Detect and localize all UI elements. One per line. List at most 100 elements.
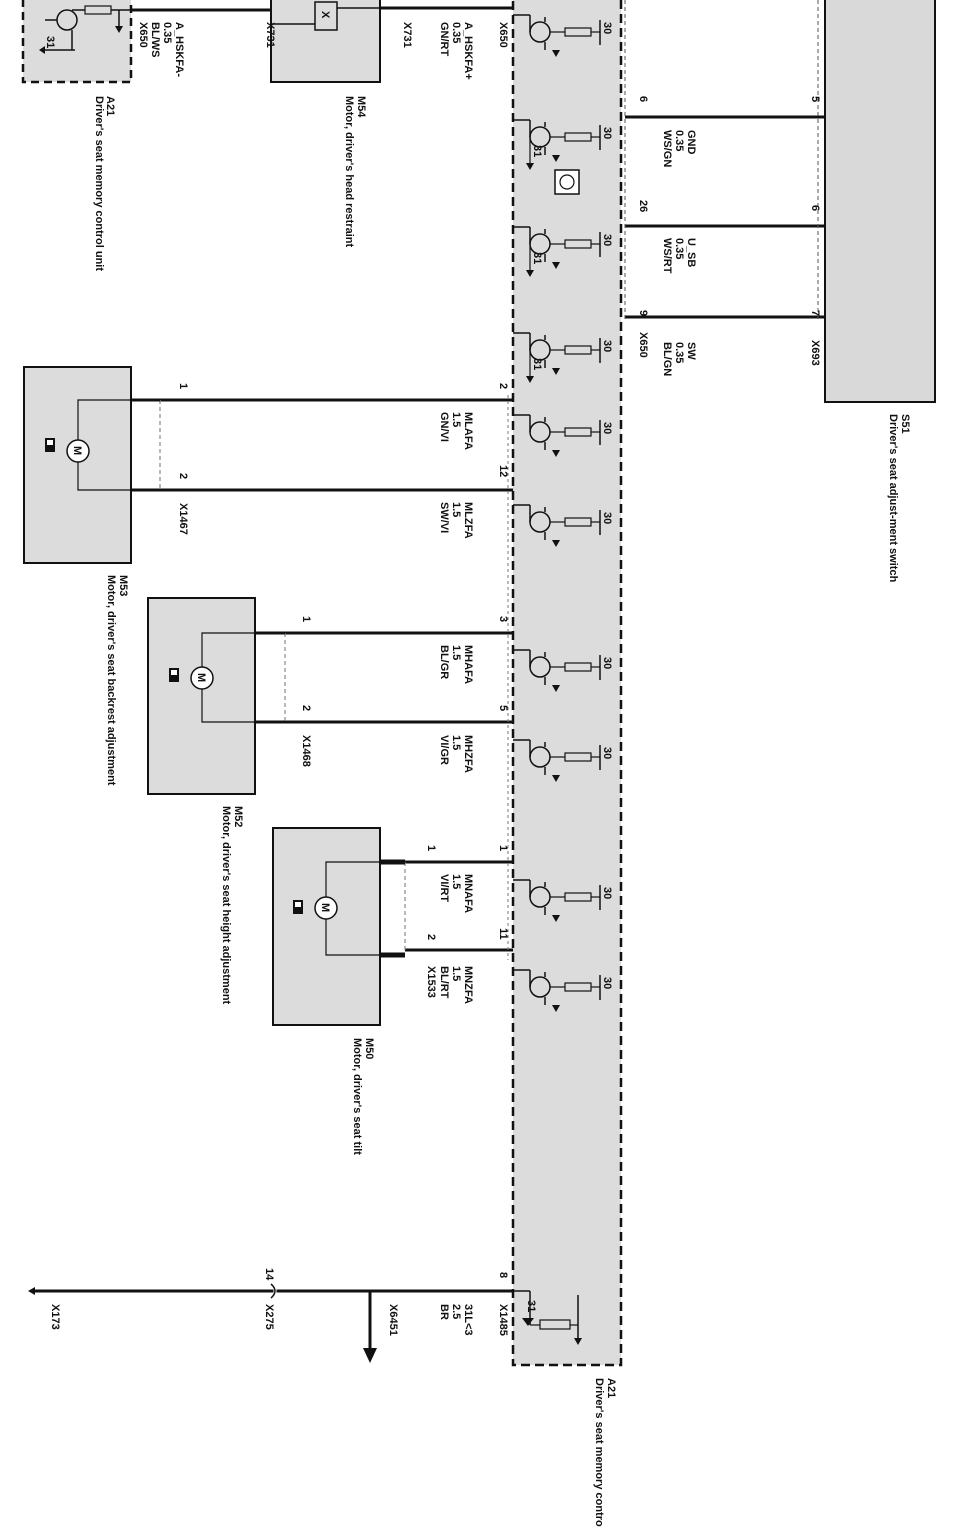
sw-gauge: 0.35: [673, 342, 685, 363]
mlzfa-pin-ecu: 12: [497, 465, 509, 477]
terminal-30-label: 30: [601, 422, 613, 434]
gnd-pin-ecu: 6: [637, 96, 649, 102]
mhzfa-color: VI/GR: [438, 735, 450, 765]
driver-stage: 30: [513, 969, 613, 1012]
driver-stage: 30: [513, 879, 613, 922]
m54-id: M54: [355, 96, 367, 118]
mnafa-pin-ecu: 1: [497, 845, 509, 851]
hskfa-minus-signal: A_HSKFA-: [173, 22, 185, 77]
terminal-30-label: 30: [601, 887, 613, 899]
hskfa-minus-color: BL/WS: [149, 22, 161, 57]
terminal-30-label: 30: [601, 340, 613, 352]
mhzfa-gauge: 1.5: [450, 735, 462, 750]
diode-symbol: [554, 169, 580, 195]
m53-motor-icon: [66, 439, 90, 463]
gnd-pin-switch: 5: [809, 96, 821, 102]
m53-desc: Motor, driver's seat backrest adjustment: [105, 575, 117, 786]
mhzfa-signal: MHZFA: [462, 735, 474, 773]
gnd-color: WS/GN: [661, 130, 673, 167]
m52-motor-icon: [190, 666, 214, 690]
terminal-30-label: 30: [601, 657, 613, 669]
mlzfa-color: SW/VI: [438, 502, 450, 533]
mnafa-color: VI/RT: [438, 874, 450, 902]
gnd-gauge: 0.35: [673, 130, 685, 151]
ground-wire: [28, 1283, 582, 1363]
m50-motor-box: M: [272, 827, 381, 1026]
mlzfa-gauge: 1.5: [450, 502, 462, 517]
hskfa-plus-signal: A_HSKFA+: [462, 22, 474, 80]
terminal-30-label: 30: [601, 512, 613, 524]
ground-pin-x275: 14: [263, 1268, 275, 1281]
sw-pin-switch: 7: [809, 310, 821, 316]
ground-gauge: 2.5: [450, 1304, 462, 1319]
m50-desc: Motor, driver's seat tilt: [351, 1038, 363, 1155]
driver-stage: 30 31: [513, 332, 613, 383]
mhafa-pin-motor: 1: [300, 616, 312, 622]
m53-motor-symbol: M: [71, 446, 83, 455]
x650-sw-label: X650: [637, 332, 649, 358]
s51-desc: Driver's seat adjust-ment switch: [887, 414, 899, 583]
m54-motor-box: X: [270, 0, 381, 83]
mnzfa-pin-ecu: 11: [497, 928, 509, 940]
m54-desc: Motor, driver's head restraint: [343, 96, 355, 247]
hskfa-minus-gauge: 0.35: [161, 22, 173, 43]
terminal-30-label: 30: [601, 127, 613, 139]
mlafa-color: GN/VI: [438, 412, 450, 442]
a21-top-terminal-31: 31: [44, 36, 56, 48]
a21-main-id: A21: [605, 1378, 617, 1398]
ground-pin-ecu: 8: [497, 1272, 509, 1278]
usb-color: WS/RT: [661, 238, 673, 274]
mnzfa-signal: MNZFA: [462, 966, 474, 1004]
driver-stage: 30: [513, 504, 613, 547]
s51-id: S51: [899, 414, 911, 434]
driver-stage: 30 31: [513, 226, 613, 277]
a21-main-control-unit: [511, 0, 623, 1367]
m52-motor-box: M: [147, 597, 285, 795]
motor-wires: [159, 395, 513, 960]
hskfa-plus-color: GN/RT: [438, 22, 450, 57]
terminal-30-label: 30: [601, 234, 613, 246]
x731-right-label: X731: [401, 22, 413, 48]
x173-label: X173: [49, 1304, 61, 1330]
ground-color: BR: [438, 1304, 450, 1320]
m53-motor-box: M: [23, 366, 160, 564]
m50-motor-symbol: M: [319, 903, 331, 912]
mnzfa-color: BL/RT: [438, 966, 450, 999]
sw-pin-ecu: 9: [637, 310, 649, 316]
usb-pin-ecu: 26: [637, 200, 649, 212]
m53-id: M53: [117, 575, 129, 596]
m50-id: M50: [363, 1038, 375, 1059]
sw-color: BL/GN: [661, 342, 673, 376]
switch-signal-wires: [624, 0, 825, 320]
hskfa-plus-gauge: 0.35: [450, 22, 462, 43]
m50-motor-icon: [314, 896, 338, 920]
mlafa-pin-motor: 1: [177, 383, 189, 389]
mhafa-gauge: 1.5: [450, 645, 462, 660]
x1468-label: X1468: [300, 735, 312, 767]
mhzfa-pin-ecu: 5: [497, 705, 509, 711]
x6451-label: X6451: [387, 1304, 399, 1336]
mnzfa-pin-motor: 2: [425, 934, 437, 940]
x650-main-top-label: X650: [497, 22, 509, 48]
mnafa-pin-motor: 1: [425, 845, 437, 851]
usb-pin-switch: 6: [809, 205, 821, 211]
usb-gauge: 0.35: [673, 238, 685, 259]
m52-motor-symbol: M: [195, 673, 207, 682]
m54-cross-symbol: X: [319, 11, 331, 19]
mnzfa-gauge: 1.5: [450, 966, 462, 981]
terminal-31-label: 31: [531, 358, 543, 370]
a21-main-desc: Driver's seat memory control unit: [593, 1378, 605, 1527]
mnafa-signal: MNAFA: [462, 874, 474, 913]
terminal-31-label: 31: [531, 252, 543, 264]
mlafa-gauge: 1.5: [450, 412, 462, 427]
mhafa-pin-ecu: 3: [497, 616, 509, 622]
mlzfa-pin-motor: 2: [177, 473, 189, 479]
terminal-30-label: 30: [601, 747, 613, 759]
gnd-signal: GND: [685, 130, 697, 155]
mlzfa-signal: MLZFA: [462, 502, 474, 539]
mnafa-gauge: 1.5: [450, 874, 462, 889]
mlafa-pin-ecu: 2: [497, 383, 509, 389]
ground-terminal-31: 31: [525, 1300, 537, 1312]
